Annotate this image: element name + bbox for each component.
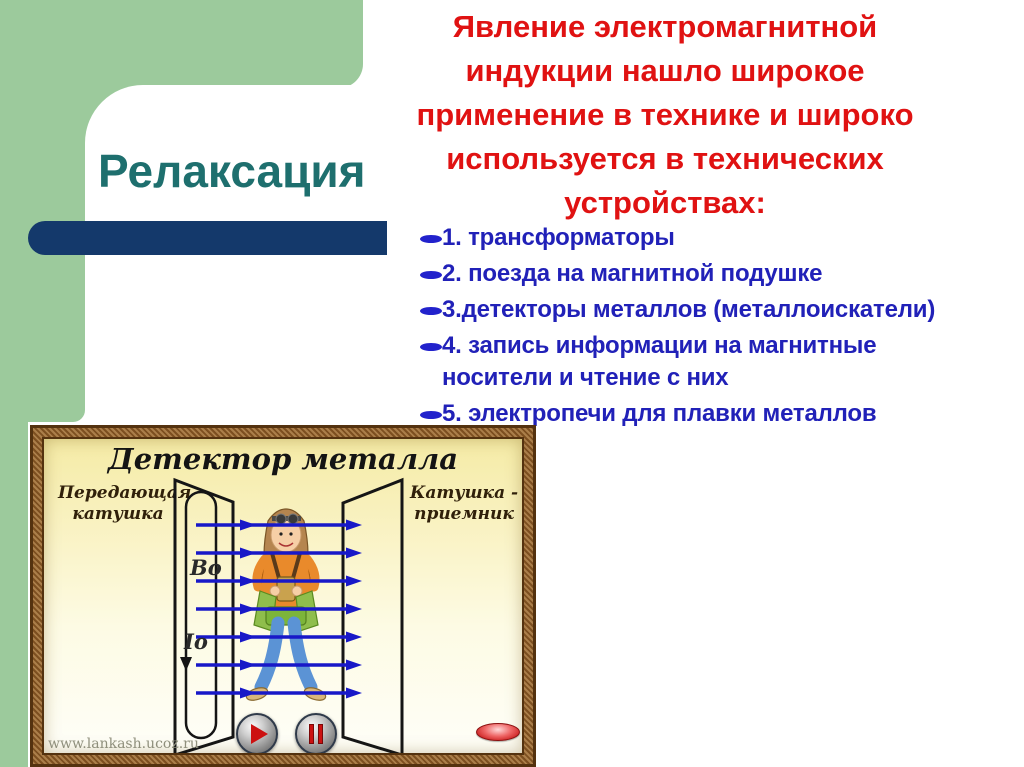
applications-list: 1. трансформаторы 2. поезда на магнитной…	[420, 222, 1000, 434]
person-figure	[245, 508, 327, 701]
slide-title: Релаксация	[98, 145, 366, 197]
pause-icon	[318, 724, 323, 744]
bullet-icon	[420, 307, 442, 315]
background-top-block	[0, 0, 363, 88]
heading-line: устройствах:	[564, 185, 766, 220]
pause-icon	[309, 724, 314, 744]
field-arrows	[196, 519, 362, 699]
bullet-icon	[420, 271, 442, 279]
receiver-coil-label: Катушка - приемник	[409, 483, 519, 524]
list-item: 2. поезда на магнитной подушке	[420, 258, 1000, 290]
title-underline-bar	[28, 221, 387, 255]
bullet-icon	[420, 235, 442, 243]
current-label: Io	[183, 629, 208, 654]
heading-text: Явление электромагнитной индукции нашло …	[400, 5, 930, 225]
metal-detector-figure: Детектор металла Передающая катушка Кату…	[30, 425, 536, 767]
goggles-icon	[272, 516, 301, 521]
list-item: 3.детекторы металлов (металлоискатели)	[420, 294, 1000, 326]
pause-button[interactable]	[295, 713, 337, 753]
heading-line: Явление электромагнитной	[452, 9, 878, 44]
heading-line: применение в технике и широко	[416, 97, 914, 132]
watermark: www.lankash.ucoz.ru	[48, 736, 199, 752]
transmitting-coil-label: Передающая катушка	[58, 483, 192, 524]
play-icon	[251, 724, 268, 744]
list-item: 4. запись информации на магнитные носите…	[420, 330, 1000, 394]
detector-diagram: Bo Io	[173, 477, 404, 753]
field-label: Bo	[189, 555, 222, 580]
heading-line: используется в технических	[446, 141, 884, 176]
list-item: 5. электропечи для плавки металлов	[420, 398, 1000, 430]
bullet-icon	[420, 343, 442, 351]
receiver-coil-outline	[341, 477, 404, 753]
current-arrowhead-icon	[180, 657, 192, 671]
record-indicator-icon[interactable]	[476, 723, 520, 741]
play-button[interactable]	[236, 713, 278, 753]
coil-loop	[184, 490, 218, 740]
heading-line: индукции нашло широкое	[465, 53, 865, 88]
figure-title: Детектор металла	[107, 442, 459, 476]
figure-panel: Детектор металла Передающая катушка Кату…	[42, 437, 524, 755]
bullet-icon	[420, 411, 442, 419]
list-item: 1. трансформаторы	[420, 222, 1000, 254]
transmitting-coil-outline	[173, 477, 235, 753]
